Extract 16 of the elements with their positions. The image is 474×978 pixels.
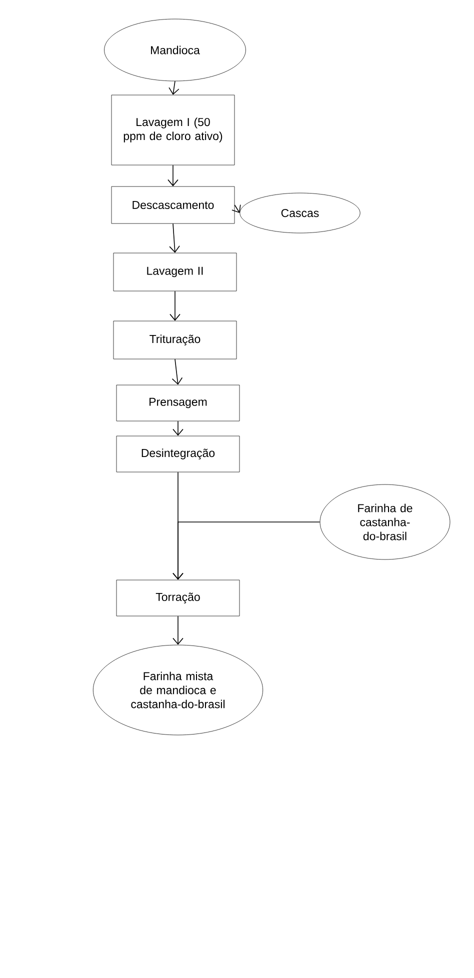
arrow <box>172 420 184 436</box>
arrow <box>232 204 241 214</box>
process-box: Prensagem <box>116 384 240 422</box>
arrow <box>168 80 180 95</box>
process-box: Descascamento <box>111 186 235 224</box>
arrow <box>168 164 178 186</box>
process-box: Lavagem II <box>113 252 237 292</box>
process-box: Lavagem I (50 ppm de cloro ativo) <box>111 94 235 166</box>
process-box: Trituração <box>113 320 237 360</box>
arrow <box>172 616 184 645</box>
arrow <box>170 290 180 321</box>
arrow <box>169 223 180 253</box>
arrow <box>172 358 183 385</box>
process-box: Torração <box>116 580 240 616</box>
arrow <box>172 522 320 580</box>
process-box: Desintegração <box>116 436 240 472</box>
